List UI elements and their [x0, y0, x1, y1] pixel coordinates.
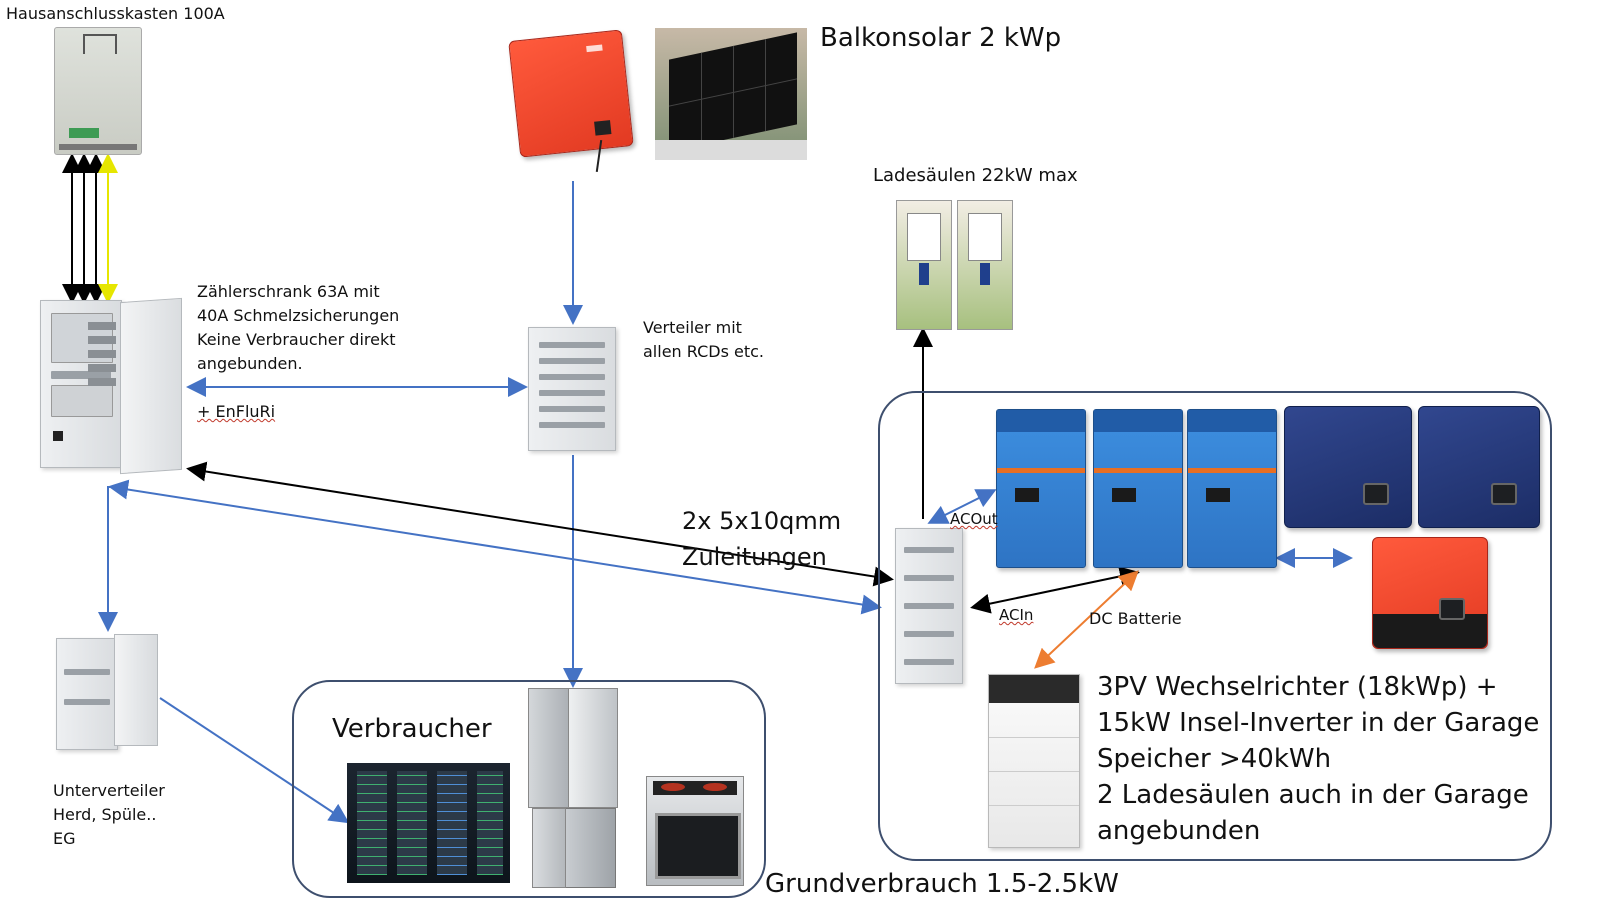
pv-inverter-2-image — [1418, 406, 1540, 528]
garage-text-2: 15kW Insel-Inverter in der Garage — [1097, 708, 1540, 738]
garage-group-box — [878, 391, 1552, 861]
acin-label: ACIn — [999, 606, 1034, 624]
garage-text-3: Speicher >40kWh — [1097, 744, 1332, 774]
grundverbrauch-label: Grundverbrauch 1.5-2.5kW — [765, 869, 1119, 899]
unter-label-2: Herd, Spüle.. — [53, 805, 157, 824]
unter-label-3: EG — [53, 829, 76, 848]
pv-inverter-1-image — [1284, 406, 1412, 528]
balkon-inverter-image — [508, 29, 634, 158]
ladesaeule-2-image — [957, 200, 1013, 330]
garage-text-4: 2 Ladesäulen auch in der Garage — [1097, 780, 1529, 810]
acout-arrow — [927, 489, 997, 524]
zaehler-label-2: 40A Schmelzsicherungen — [197, 306, 400, 325]
victron-inverter-2-image — [1093, 409, 1183, 568]
zaehlerschrank-door — [120, 297, 182, 475]
dc-batterie-label: DC Batterie — [1089, 609, 1182, 628]
verbraucher-label: Verbraucher — [332, 714, 492, 744]
verteiler-image — [528, 327, 616, 451]
zaehler-label-1: Zählerschrank 63A mit — [197, 282, 380, 301]
unter-label-1: Unterverteiler — [53, 781, 165, 800]
oven-image — [646, 776, 744, 886]
unterverteiler-door — [114, 634, 158, 746]
unterverteiler-image — [56, 638, 118, 750]
acout-label: ACOut — [950, 510, 998, 528]
zuleitungen-label-1: 2x 5x10qmm — [682, 507, 842, 535]
lade-label-text: Ladesäulen 22kW max — [873, 165, 1078, 186]
fridge-image — [528, 688, 618, 888]
balkon-panels-image — [655, 28, 807, 160]
verteiler-label-2: allen RCDs etc. — [643, 342, 764, 361]
dc-batterie-arrow — [1034, 570, 1139, 669]
pv-inverter-3-image — [1372, 537, 1488, 649]
verteiler-label-1: Verteiler mit — [643, 318, 742, 337]
zaehler-label-3: Keine Verbraucher direkt — [197, 330, 396, 349]
zaehlerschrank-meters — [88, 322, 116, 406]
battery-storage-image — [988, 674, 1080, 848]
ladesaeule-1-image — [896, 200, 952, 330]
lade-label: Ladesäulen 22kW max — [873, 164, 1078, 188]
zuleitung-blue-arrow — [108, 479, 882, 615]
victron-inverter-3-image — [1187, 409, 1277, 568]
enfluri-label: + EnFluRi — [197, 402, 276, 421]
unterverteiler-verbraucher-arrow — [159, 697, 350, 824]
garage-text-1: 3PV Wechselrichter (18kWp) + — [1097, 672, 1498, 702]
garage-text-5: angebunden — [1097, 816, 1261, 846]
verbraucher-group-box — [292, 680, 766, 898]
zaehler-label-4: angebunden. — [197, 354, 303, 373]
victron-inverter-1-image — [996, 409, 1086, 568]
hak-image — [54, 27, 142, 155]
zuleitungen-label-2: Zuleitungen — [682, 543, 827, 571]
unterverteiler-arrow — [98, 486, 118, 632]
garage-panel-image — [895, 528, 963, 684]
hak-label: Hausanschlusskasten 100A — [6, 4, 225, 23]
server-rack-image — [347, 763, 510, 883]
balkon-label: Balkonsolar 2 kWp — [820, 23, 1062, 53]
